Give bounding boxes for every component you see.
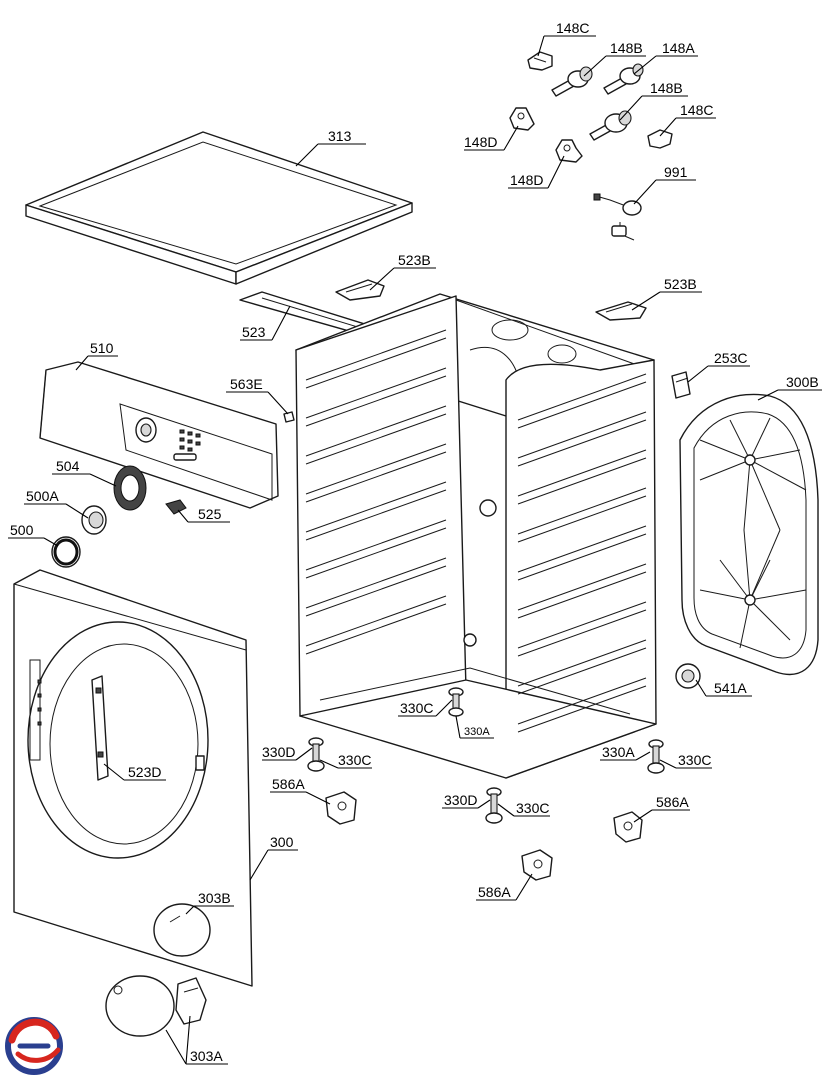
label-330a-center: 330A — [464, 726, 490, 738]
knob-500a — [81, 505, 107, 535]
logo-arc-red — [8, 1018, 60, 1044]
label-510: 510 — [90, 340, 114, 356]
label-586a-left: 586A — [272, 776, 305, 792]
valve-clip-148c-top — [527, 51, 553, 71]
label-541a: 541A — [714, 680, 747, 696]
screw-563e — [283, 411, 295, 423]
part-labels: 148C 148B 148A 148B 148C 148D 148D 991 3… — [10, 20, 819, 1064]
valve-148a — [603, 63, 644, 95]
foot-330-right — [647, 739, 665, 774]
label-300b: 300B — [786, 374, 819, 390]
label-500a: 500A — [26, 488, 59, 504]
cover-303a — [105, 975, 207, 1037]
label-523b-left: 523B — [398, 252, 431, 268]
door-hinge-523d — [91, 675, 109, 781]
clip-253c — [671, 371, 691, 399]
pump-filter-541a — [675, 663, 701, 689]
label-586a-right: 586A — [656, 794, 689, 810]
label-148b-mid: 148B — [650, 80, 683, 96]
back-panel-300b — [679, 393, 819, 676]
button-525 — [165, 499, 187, 515]
label-586a-bottom: 586A — [478, 884, 511, 900]
label-523d: 523D — [128, 764, 161, 780]
label-330d-left: 330D — [262, 744, 295, 760]
label-991: 991 — [664, 164, 688, 180]
cabinet-body — [295, 293, 657, 779]
valve-clip-148c-mid — [647, 129, 673, 149]
label-148c-top: 148C — [556, 20, 589, 36]
label-523b-right: 523B — [664, 276, 697, 292]
label-253c: 253C — [714, 350, 747, 366]
bracket-523b-left — [335, 279, 385, 301]
back-panel-ribs — [699, 417, 807, 649]
label-330c-left: 330C — [338, 752, 371, 768]
front-panel-300 — [13, 569, 253, 987]
brand-logo — [5, 1017, 63, 1075]
foot-bracket-586a-right — [613, 811, 643, 843]
cover-303b — [153, 903, 211, 957]
label-148d-left: 148D — [464, 134, 497, 150]
knob-ring-504 — [113, 465, 147, 511]
label-148b-top: 148B — [610, 40, 643, 56]
leader-lines — [8, 35, 822, 1065]
label-303b: 303B — [198, 890, 231, 906]
label-148c-mid: 148C — [680, 102, 713, 118]
valve-148b-top — [551, 66, 593, 97]
label-148a: 148A — [662, 40, 695, 56]
label-525: 525 — [198, 506, 222, 522]
label-303a: 303A — [190, 1048, 223, 1064]
bracket-523b-right — [595, 301, 647, 321]
label-313: 313 — [328, 128, 352, 144]
valve-bracket-148d-left — [509, 107, 535, 131]
label-330c-bottom: 330C — [516, 800, 549, 816]
top-lid-313 — [25, 131, 413, 285]
label-330a-right: 330A — [602, 744, 635, 760]
label-300: 300 — [270, 834, 294, 850]
label-563e: 563E — [230, 376, 263, 392]
foot-330-bottom — [485, 787, 503, 824]
label-330c-center: 330C — [400, 700, 433, 716]
label-330d-bottom: 330D — [444, 792, 477, 808]
foot-bracket-586a-left — [325, 791, 357, 825]
foot-bracket-586a-bottom — [521, 849, 553, 881]
label-500: 500 — [10, 522, 34, 538]
control-panel-510 — [39, 361, 279, 509]
knob-cover-500 — [51, 536, 81, 568]
pressure-switch-hose-991 — [593, 193, 642, 241]
label-330c-right: 330C — [678, 752, 711, 768]
foot-330-center — [448, 687, 464, 717]
valve-bracket-148d-mid — [555, 139, 583, 163]
label-504: 504 — [56, 458, 80, 474]
label-148d-mid: 148D — [510, 172, 543, 188]
label-523: 523 — [242, 324, 266, 340]
foot-330-left — [307, 737, 325, 772]
